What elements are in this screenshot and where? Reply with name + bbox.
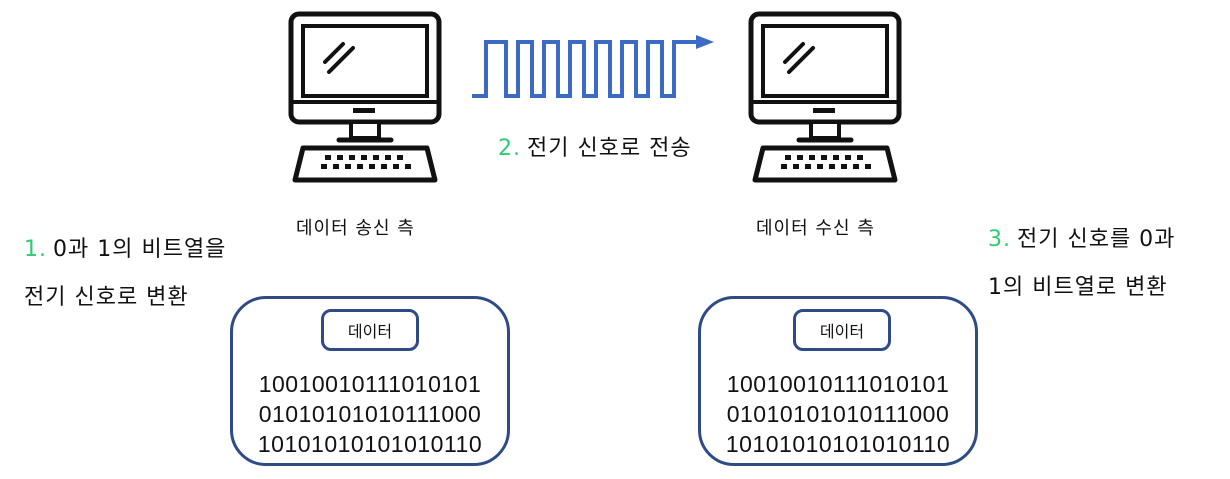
step1-caption: 1.0과 1의 비트열을 전기 신호로 변환	[24, 237, 227, 310]
square-wave-signal-arrow	[472, 35, 714, 98]
sender-data-panel: 데이터 10010010111010101 01010101010111000 …	[230, 296, 510, 466]
step3-caption: 3.전기 신호를 0과 1의 비트열로 변환	[988, 227, 1176, 300]
receiver-data-chip: 데이터	[793, 309, 891, 351]
bit-row: 10101010101010110	[257, 431, 483, 457]
receiver-computer-icon	[748, 11, 902, 183]
bit-row: 01010101010111000	[258, 401, 482, 427]
receiver-data-panel: 데이터 10010010111010101 01010101010111000 …	[698, 296, 978, 466]
receiver-bitstream: 10010010111010101 01010101010111000 1010…	[701, 369, 975, 459]
sender-label: 데이터 송신 측	[296, 218, 415, 239]
bit-row: 10010010111010101	[258, 371, 482, 397]
bit-row: 10010010111010101	[726, 371, 950, 397]
bit-row: 10101010101010110	[725, 431, 951, 457]
receiver-label: 데이터 수신 측	[756, 218, 875, 239]
signal-transmit-caption: 2.전기 신호로 전송	[498, 136, 692, 161]
sender-computer-icon	[288, 11, 442, 183]
sender-data-chip: 데이터	[321, 309, 419, 351]
sender-bitstream: 10010010111010101 01010101010111000 1010…	[233, 369, 507, 459]
bit-row: 01010101010111000	[726, 401, 950, 427]
